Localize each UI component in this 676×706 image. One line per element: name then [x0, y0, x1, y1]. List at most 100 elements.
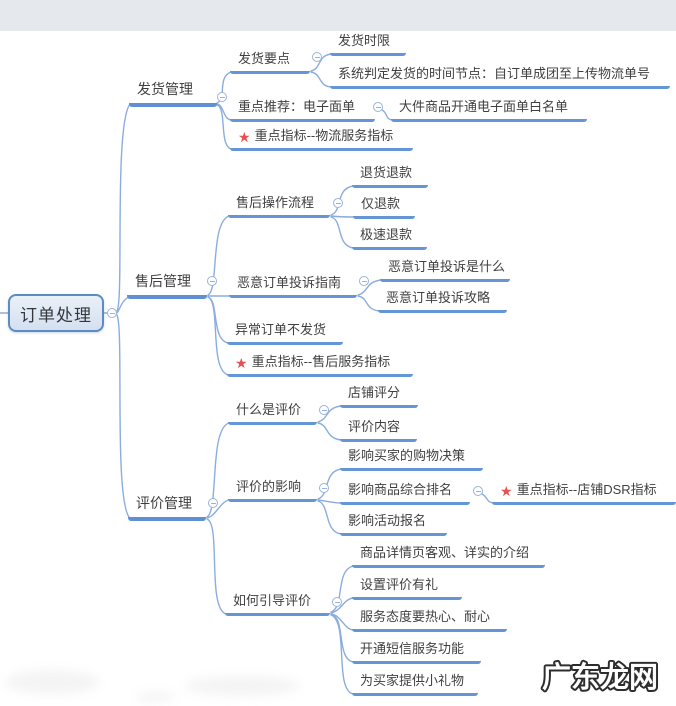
node-malicious-complaint-strategy[interactable]: 恶意订单投诉攻略 [378, 287, 507, 313]
connector-path [206, 518, 227, 615]
node-label: 设置评价有礼 [360, 577, 439, 592]
minus-glyph [321, 409, 327, 411]
node-shipping-management[interactable]: 发货管理 [129, 80, 217, 107]
node-label: 影响商品综合排名 [348, 482, 453, 497]
node-label: 服务态度要热心、耐心 [360, 609, 491, 624]
node-fast-refund[interactable]: 极速退款 [352, 224, 427, 250]
minus-glyph [475, 490, 481, 492]
connector-path [317, 500, 342, 535]
node-label: 什么是评价 [236, 402, 302, 417]
minus-glyph [209, 280, 215, 282]
star-icon: ★ [500, 483, 513, 499]
connector-path [357, 279, 382, 296]
collapse-icon[interactable] [473, 486, 483, 496]
node-label: 售后操作流程 [236, 195, 315, 210]
node-small-gift[interactable]: 为买家提供小礼物 [352, 670, 478, 696]
node-impact-campaign-signup[interactable]: 影响活动报名 [340, 510, 447, 536]
node-shop-score[interactable]: 店铺评分 [340, 382, 418, 408]
node-label: 重点推荐：电子面单 [238, 99, 356, 114]
minus-glyph [361, 280, 367, 282]
watermark: 广东龙网 [540, 658, 660, 696]
minus-glyph [375, 106, 381, 108]
connector-path [381, 109, 393, 121]
node-review-management[interactable]: 评价管理 [128, 494, 206, 521]
node-review-impact[interactable]: 评价的影响 [228, 476, 317, 502]
connector-path [207, 296, 229, 376]
node-impact-product-ranking[interactable]: 影响商品综合排名 [340, 479, 470, 505]
node-dsr-kpi[interactable]: ★重点指标--店铺DSR指标 [492, 479, 676, 505]
node-what-is-review[interactable]: 什么是评价 [228, 399, 317, 425]
collapse-icon[interactable] [333, 198, 343, 208]
node-review-content[interactable]: 评价内容 [340, 416, 417, 442]
node-label: 发货要点 [238, 51, 291, 66]
node-objective-detail-page[interactable]: 商品详情页客观、详实的介绍 [352, 542, 545, 568]
connector-path [207, 296, 229, 344]
connector-path [330, 215, 355, 218]
star-icon: ★ [238, 129, 251, 145]
node-abnormal-order-no-ship[interactable]: 异常订单不发货 [227, 319, 343, 345]
node-sms-service[interactable]: 开通短信服务功能 [352, 638, 481, 664]
minus-glyph [334, 601, 340, 603]
star-icon: ★ [235, 355, 248, 371]
node-malicious-complaint-what[interactable]: 恶意订单投诉是什么 [380, 256, 510, 282]
collapse-icon[interactable] [373, 102, 383, 112]
connector-path [330, 613, 354, 663]
connector-path [310, 53, 332, 72]
node-shipping-deadline[interactable]: 发货时限 [330, 30, 406, 56]
node-aftersales-kpi[interactable]: ★重点指标--售后服务指标 [227, 351, 413, 377]
connector-path [216, 104, 232, 150]
collapse-icon[interactable] [107, 308, 117, 318]
root-node[interactable]: 订单处理 [8, 294, 104, 332]
node-label: 重点指标--店铺DSR指标 [516, 482, 657, 497]
smudge [5, 670, 100, 694]
minus-glyph [219, 96, 225, 98]
node-label: 恶意订单投诉指南 [237, 275, 342, 290]
node-label: 影响活动报名 [348, 513, 427, 528]
connector-path [310, 71, 332, 88]
connector-path [481, 493, 494, 504]
node-aftersales-process[interactable]: 售后操作流程 [228, 192, 330, 218]
node-label: 发货时限 [338, 33, 391, 48]
smudge [135, 692, 175, 702]
minus-glyph [321, 487, 327, 489]
node-impact-buyer-decision[interactable]: 影响买家的购物决策 [340, 445, 483, 471]
connector-path [216, 103, 232, 121]
minus-glyph [210, 502, 216, 504]
node-e-waybill-recommend[interactable]: 重点推荐：电子面单 [230, 96, 375, 122]
collapse-icon[interactable] [332, 597, 342, 607]
node-label: 恶意订单投诉是什么 [388, 259, 506, 274]
collapse-icon[interactable] [359, 276, 369, 286]
collapse-icon[interactable] [208, 498, 218, 508]
collapse-icon[interactable] [207, 276, 217, 286]
connector-path [330, 597, 354, 614]
node-shipping-time-rule[interactable]: 系统判定发货的时间节点：自订单成团至上传物流单号 [330, 63, 670, 89]
node-label: 仅退款 [361, 196, 401, 211]
node-label: 店铺评分 [348, 385, 401, 400]
node-guide-reviews[interactable]: 如何引导评价 [225, 590, 330, 616]
node-aftersales-management[interactable]: 售后管理 [127, 272, 207, 299]
node-shipping-points[interactable]: 发货要点 [230, 48, 310, 74]
node-service-attitude[interactable]: 服务态度要热心、耐心 [352, 606, 507, 632]
node-malicious-complaint-guide[interactable]: 恶意订单投诉指南 [229, 272, 357, 298]
node-label: 退货退款 [360, 165, 413, 180]
collapse-icon[interactable] [319, 405, 329, 415]
node-review-reward[interactable]: 设置评价有礼 [352, 574, 462, 600]
node-refund-only[interactable]: 仅退款 [353, 193, 415, 219]
top-bar [0, 0, 676, 31]
node-label: 系统判定发货的时间节点：自订单成团至上传物流单号 [338, 66, 651, 81]
collapse-icon[interactable] [217, 92, 227, 102]
connector-path [330, 614, 354, 695]
connector-path [317, 405, 342, 423]
node-label: 如何引导评价 [233, 593, 312, 608]
node-return-refund[interactable]: 退货退款 [352, 162, 428, 188]
node-e-waybill-whitelist[interactable]: 大件商品开通电子面单白名单 [391, 96, 587, 122]
node-logistics-kpi[interactable]: ★重点指标--物流服务指标 [230, 125, 413, 151]
node-label: 评价内容 [348, 419, 401, 434]
node-label: 商品详情页客观、详实的介绍 [360, 545, 530, 560]
node-label: 重点指标--售后服务指标 [251, 354, 391, 369]
node-label: 重点指标--物流服务指标 [254, 128, 394, 143]
collapse-icon[interactable] [312, 52, 322, 62]
collapse-icon[interactable] [319, 483, 329, 493]
node-label: 开通短信服务功能 [360, 641, 465, 656]
